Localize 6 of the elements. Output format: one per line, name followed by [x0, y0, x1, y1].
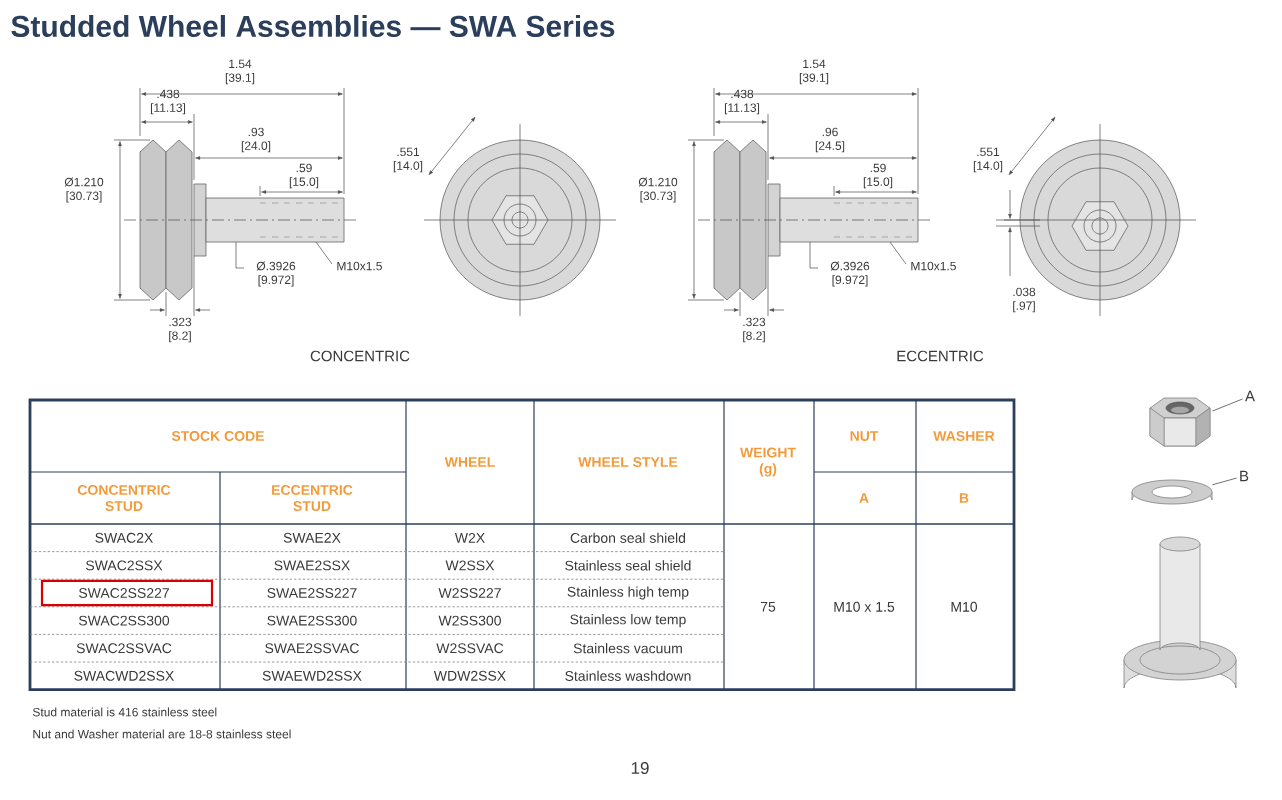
washer-picture: [1131, 479, 1213, 505]
nut-picture: [1149, 397, 1211, 447]
leader-line: [1212, 477, 1237, 486]
leader-line: [1212, 398, 1243, 412]
page-number: 19: [631, 762, 649, 774]
title: Studded Wheel Assemblies — SWA Series: [11, 15, 615, 37]
